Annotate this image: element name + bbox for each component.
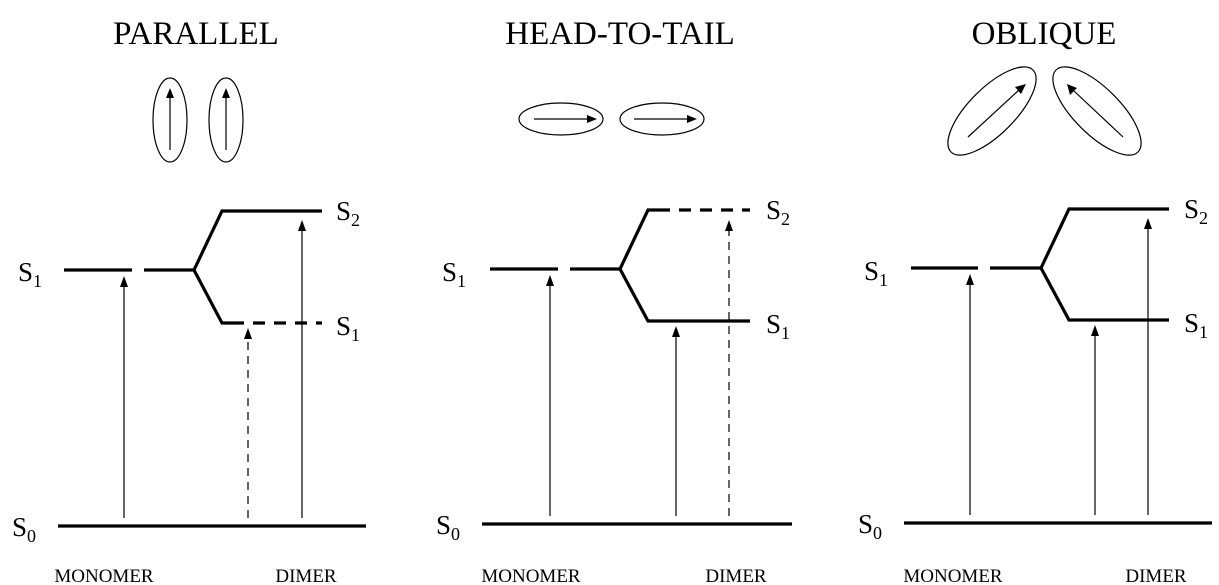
molecule-pair-icon <box>152 77 244 163</box>
s2-dimer-label: S2 <box>1184 194 1208 228</box>
panel-title: PARALLEL <box>113 16 279 52</box>
molecule-ellipse <box>619 102 705 136</box>
arrowhead <box>222 88 230 98</box>
arrowhead <box>587 115 597 123</box>
molecule-ellipse <box>947 66 1037 156</box>
s2-dimer-label: S2 <box>766 195 790 229</box>
molecule-ellipse <box>518 102 604 136</box>
monomer-caption: MONOMER <box>481 566 581 585</box>
arrowhead <box>672 326 680 337</box>
s1-dimer-label: S1 <box>1184 308 1208 342</box>
arrowhead <box>298 220 306 231</box>
molecule-ellipse <box>152 77 188 163</box>
dipole-arrow <box>967 89 1020 138</box>
arrowhead <box>725 220 733 231</box>
energy-levels <box>911 207 1169 322</box>
s0-label: S0 <box>436 510 460 544</box>
dimer-caption: DIMER <box>705 566 767 585</box>
energy-levels <box>490 208 750 323</box>
molecule-ellipse <box>208 77 244 163</box>
energy-levels <box>64 209 322 325</box>
s2-dimer-label: S2 <box>336 196 360 230</box>
molecule-pair-icon <box>518 102 705 136</box>
arrowhead <box>1015 84 1026 94</box>
dimer-caption: DIMER <box>1125 566 1187 585</box>
arrowhead <box>687 115 697 123</box>
panel-title: HEAD-TO-TAIL <box>505 16 735 52</box>
arrowhead <box>244 328 252 339</box>
arrowhead <box>1091 325 1099 336</box>
s0-label: S0 <box>858 509 882 543</box>
arrowhead <box>1067 84 1077 95</box>
s1-monomer-label: S1 <box>18 257 42 291</box>
s1-dimer-label: S1 <box>766 309 790 343</box>
panel-title: OBLIQUE <box>972 16 1117 52</box>
s1-monomer-label: S1 <box>864 256 888 290</box>
arrowhead <box>966 274 974 285</box>
monomer-caption: MONOMER <box>54 566 154 585</box>
arrowhead <box>546 275 554 286</box>
dimer-caption: DIMER <box>275 566 337 585</box>
dipole-arrow <box>1073 90 1124 138</box>
s0-label: S0 <box>12 512 36 546</box>
s1-monomer-label: S1 <box>442 257 466 291</box>
panel-parallel: PARALLEL S1 S2 S1 S0 MONOMER DIMER <box>12 16 366 585</box>
monomer-caption: MONOMER <box>903 566 1003 585</box>
molecule-pair-icon <box>947 66 1142 156</box>
arrowhead <box>166 88 174 98</box>
molecule-ellipse <box>1052 66 1142 156</box>
panel-oblique: OBLIQUE S1 S2 S1 S0 MONOMER DIMER <box>858 16 1212 585</box>
arrowhead <box>1144 218 1152 229</box>
s1-dimer-label: S1 <box>336 311 360 345</box>
panel-head-to-tail: HEAD-TO-TAIL S1 S2 S1 S0 MONOMER DIMER <box>436 16 792 585</box>
arrowhead <box>120 276 128 287</box>
